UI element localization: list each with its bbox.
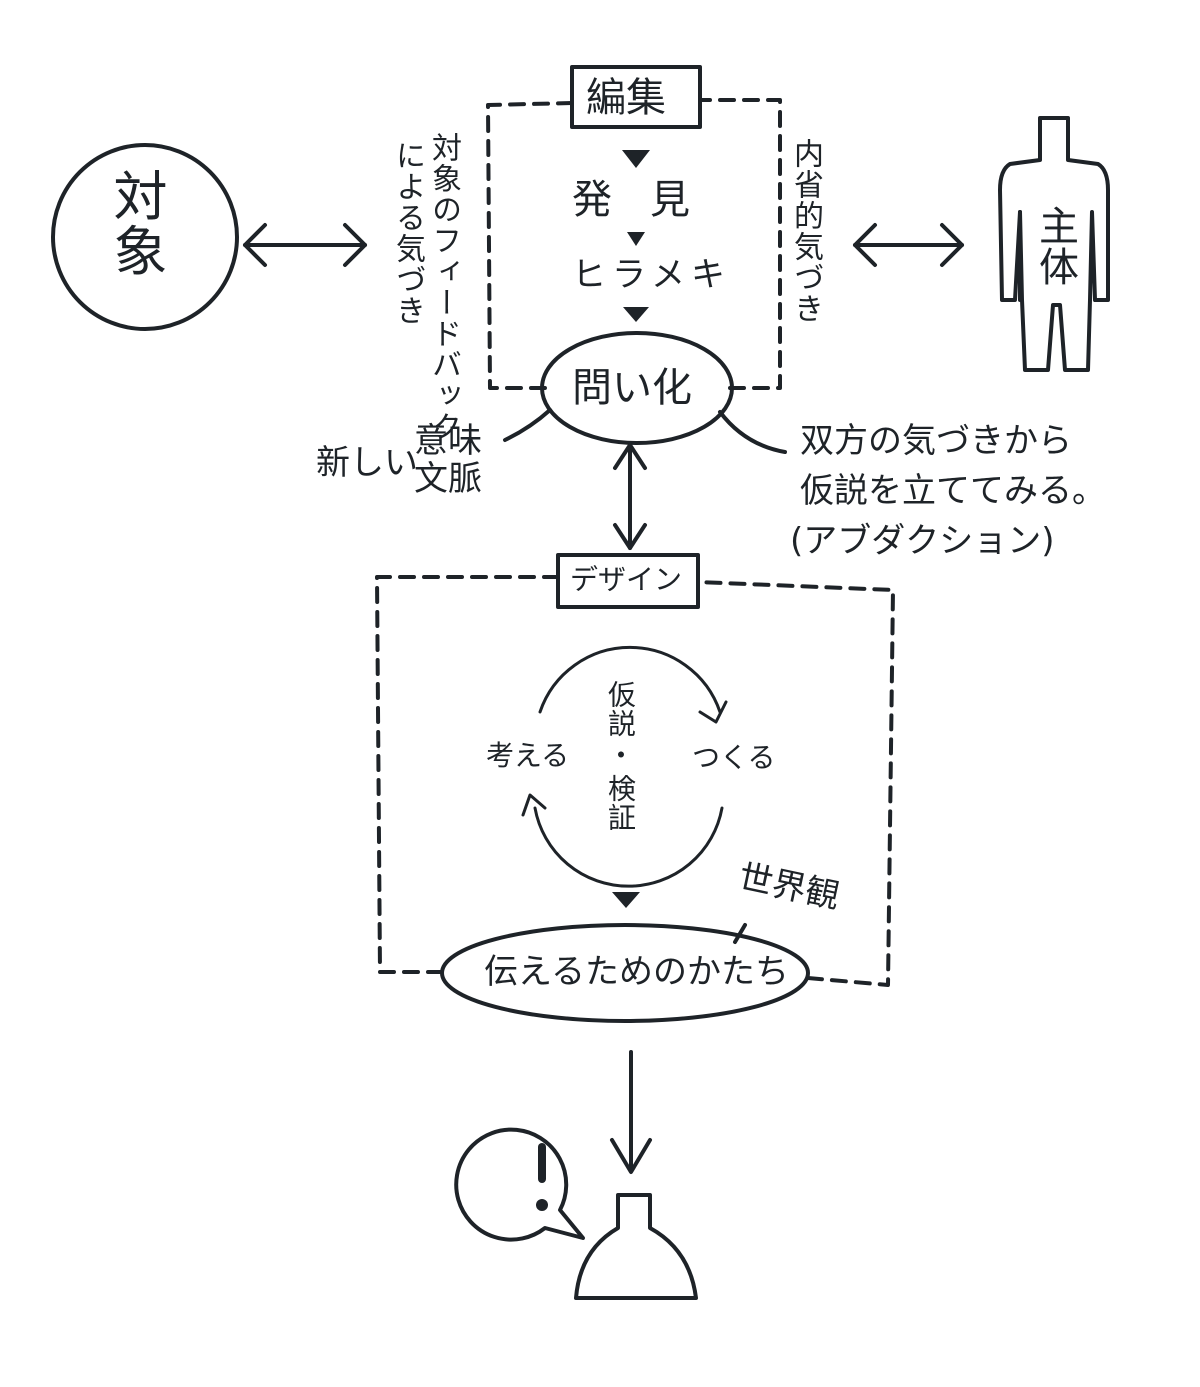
worldview-connector bbox=[733, 923, 747, 944]
edit-title-box bbox=[570, 65, 702, 129]
context-prefix: 新しい bbox=[316, 443, 418, 483]
left-annotation-line1: 対象のフィードバック bbox=[426, 132, 461, 442]
cycle-left-label: 考える bbox=[486, 739, 570, 772]
cycle-arc-bottom bbox=[533, 806, 724, 888]
design-title-box bbox=[556, 553, 700, 609]
design-dashed-frame bbox=[375, 575, 895, 987]
output-label: 伝えるためのかたち bbox=[484, 952, 789, 992]
output-audience-arrow bbox=[610, 1050, 652, 1174]
left-annotation-line2: による気づき bbox=[390, 140, 425, 326]
cycle-output-arrow bbox=[612, 892, 640, 908]
context-line2: 文脈 bbox=[414, 459, 482, 499]
cycle-center-line2: 検証 bbox=[604, 774, 637, 832]
hypothesis-line1: 双方の気づきから bbox=[800, 421, 1072, 461]
edit-title: 編集 bbox=[586, 75, 666, 121]
cycle-arc-top bbox=[538, 645, 722, 714]
step-inspiration: ヒラメキ bbox=[572, 255, 731, 295]
question-ellipse bbox=[540, 331, 734, 445]
audience-person bbox=[574, 1193, 698, 1300]
step-arrow-1 bbox=[622, 150, 650, 168]
subject-body bbox=[998, 116, 1110, 372]
hypothesis-connector bbox=[718, 410, 787, 454]
cycle-center-sep: ・ bbox=[607, 739, 636, 772]
context-line1: 意味 bbox=[414, 421, 482, 461]
right-annotation: 内省的気づき bbox=[788, 138, 823, 324]
exclamation-bar bbox=[538, 1143, 546, 1183]
output-ellipse bbox=[440, 923, 810, 1023]
subject-label: 主体 bbox=[1032, 205, 1078, 287]
object-label: 対象 bbox=[104, 168, 167, 278]
edit-dashed-frame bbox=[486, 98, 782, 390]
design-title: デザイン bbox=[570, 563, 683, 596]
step-arrow-2 bbox=[627, 232, 645, 246]
subject-double-arrow bbox=[853, 223, 964, 267]
context-connector bbox=[503, 408, 552, 442]
step-arrow-3 bbox=[623, 307, 649, 322]
cycle-arrowhead-right bbox=[698, 700, 728, 724]
question-label: 問い化 bbox=[572, 365, 692, 411]
hypothesis-line2: 仮説を立ててみる。 bbox=[800, 471, 1106, 511]
cycle-right-label: つくる bbox=[692, 741, 776, 774]
step-discovery: 発見 bbox=[572, 177, 728, 223]
speech-bubble bbox=[454, 1127, 585, 1242]
exclamation-dot bbox=[536, 1199, 548, 1211]
cycle-center-line1: 仮説 bbox=[604, 680, 637, 738]
object-double-arrow bbox=[243, 223, 367, 267]
object-circle bbox=[51, 143, 239, 331]
hypothesis-line3: (アブダクション) bbox=[790, 521, 1055, 561]
question-design-arrow bbox=[613, 443, 647, 550]
cycle-arrowhead-left bbox=[521, 793, 547, 817]
